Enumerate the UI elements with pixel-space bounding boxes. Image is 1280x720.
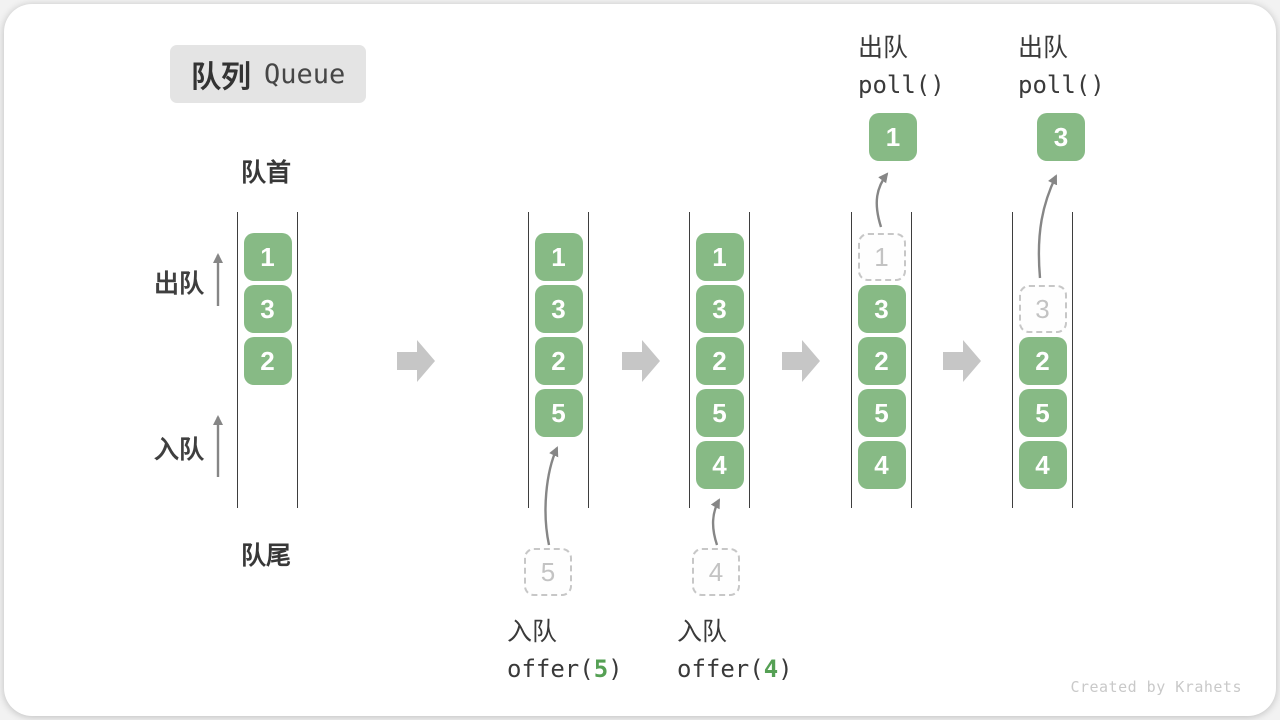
op-dequeue-1: 出队 poll() [858, 28, 945, 99]
op-enqueue-code: offer(4) [677, 655, 793, 683]
op-enqueue-2: 入队 offer(4) [677, 612, 793, 683]
queue-cell: 2 [695, 337, 744, 385]
code-fn: offer( [507, 655, 594, 683]
code-arg: 4 [763, 655, 779, 683]
label-enqueue-side: 入队 [154, 436, 205, 464]
incoming-cell: 4 [692, 548, 740, 596]
op-enqueue-1: 入队 offer(5) [507, 612, 623, 683]
label-queue-rear: 队尾 [241, 542, 292, 570]
popped-cell: 3 [1037, 113, 1085, 161]
title-badge: 队列 Queue [170, 45, 367, 103]
op-enqueue-label: 入队 [677, 618, 728, 646]
queue-cell: 5 [857, 389, 906, 437]
queue-state-4: 1 3 2 5 4 [851, 212, 912, 508]
diagram-card [4, 4, 1276, 716]
queue-state-1: 1 3 2 [237, 212, 298, 508]
queue-cell: 1 [534, 233, 583, 281]
op-dequeue-label: 出队 [858, 34, 909, 62]
watermark: Created by Krahets [1070, 678, 1242, 696]
removed-cell: 3 [1018, 285, 1067, 333]
queue-cell: 3 [534, 285, 583, 333]
queue-cell: 2 [1018, 337, 1067, 385]
title-zh: 队列 [191, 61, 251, 94]
queue-cell: 1 [243, 233, 292, 281]
queue-state-5: 3 2 5 4 [1012, 212, 1073, 508]
queue-cell: 3 [695, 285, 744, 333]
code-arg: 5 [593, 655, 609, 683]
queue-cell: 3 [243, 285, 292, 333]
op-enqueue-label: 入队 [507, 618, 558, 646]
queue-cell: 1 [695, 233, 744, 281]
op-dequeue-2: 出队 poll() [1018, 28, 1105, 99]
queue-cell: 5 [695, 389, 744, 437]
queue-cell: 5 [1018, 389, 1067, 437]
op-enqueue-code: offer(5) [507, 655, 623, 683]
queue-cell: 2 [534, 337, 583, 385]
incoming-cell: 5 [524, 548, 572, 596]
label-dequeue-side: 出队 [154, 270, 205, 298]
popped-cell: 1 [869, 113, 917, 161]
code-close: ) [608, 655, 623, 683]
queue-state-2: 1 3 2 5 [528, 212, 589, 508]
queue-cell: 3 [857, 285, 906, 333]
queue-cell: 2 [857, 337, 906, 385]
queue-cell: 2 [243, 337, 292, 385]
queue-cell: 4 [695, 441, 744, 489]
queue-cell: 5 [534, 389, 583, 437]
queue-cell: 4 [1018, 441, 1067, 489]
label-queue-front: 队首 [241, 159, 292, 187]
queue-cell: 4 [857, 441, 906, 489]
queue-state-3: 1 3 2 5 4 [689, 212, 750, 508]
title-en: Queue [264, 58, 346, 90]
removed-cell: 1 [857, 233, 906, 281]
code-close: ) [778, 655, 793, 683]
code-fn: offer( [677, 655, 764, 683]
op-dequeue-code: poll() [858, 71, 945, 99]
op-dequeue-code: poll() [1018, 71, 1105, 99]
op-dequeue-label: 出队 [1018, 34, 1069, 62]
